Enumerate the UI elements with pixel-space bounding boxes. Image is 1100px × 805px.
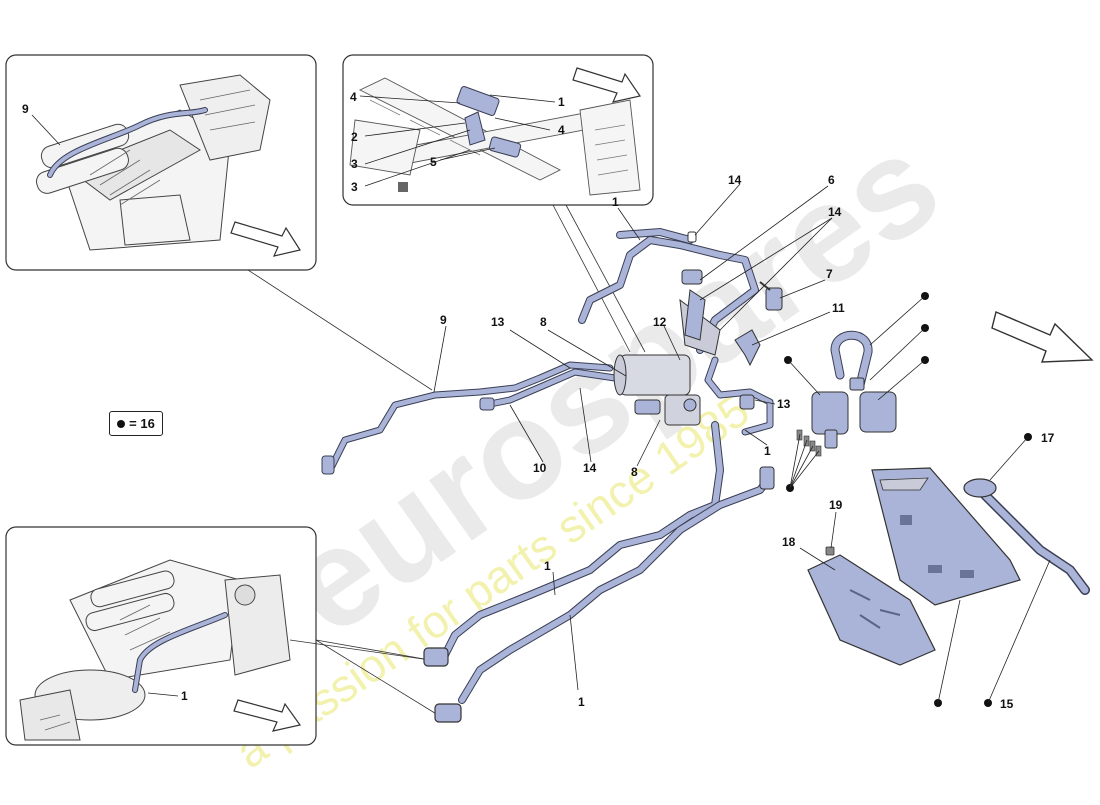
callout-label: 1	[544, 559, 551, 573]
callout-label: 3	[351, 157, 358, 171]
callout-label: 1	[181, 689, 188, 703]
inset-direction-arrow	[572, 67, 641, 103]
callout-label: 13	[491, 315, 505, 329]
callout-label: 9	[22, 102, 29, 116]
inset-engine-top: 9	[5, 54, 317, 271]
evap-canister	[871, 467, 1021, 606]
clip-19	[825, 546, 835, 556]
callout-label: 1	[764, 444, 771, 458]
connector-7	[759, 281, 783, 311]
inset-engine-tank: 1	[5, 526, 317, 746]
leader-lines	[433, 183, 1051, 704]
callout-label: 1	[578, 695, 585, 709]
callout-label: 4	[558, 123, 565, 137]
callout-label: 1	[612, 195, 619, 209]
callout-label: 9	[440, 313, 447, 327]
canister-12	[613, 354, 701, 426]
main-assembly	[321, 227, 1094, 723]
bracket-6	[679, 289, 721, 356]
callout-label: 14	[728, 173, 742, 187]
inset-direction-arrow	[230, 221, 301, 257]
callout-label: 12	[653, 315, 667, 329]
callout-label: 11	[832, 301, 845, 315]
callout-label: 8	[631, 465, 638, 479]
hose-9	[321, 361, 614, 475]
hose-10	[479, 368, 619, 411]
callout-label: 17	[1041, 431, 1055, 445]
callout-label: 4	[350, 90, 357, 104]
purge-valve-right	[849, 377, 897, 433]
filler-hose	[963, 478, 1090, 595]
callout-label: 14	[583, 461, 597, 475]
inset-bracket-detail: 4 1 2 4 3 5 3	[342, 54, 654, 206]
inset-direction-arrow	[233, 699, 302, 732]
callout-label: 8	[540, 315, 547, 329]
callout-label: 15	[1000, 697, 1014, 711]
legend-bullet-16: = 16	[109, 411, 163, 436]
hose-1-lower-a	[423, 421, 724, 667]
callout-label: 7	[826, 267, 833, 281]
heat-shield-18	[807, 554, 936, 666]
bullet-dot-icon	[117, 419, 126, 428]
direction-arrow	[991, 311, 1094, 363]
callout-label: 6	[828, 173, 835, 187]
purge-valve-left	[811, 391, 849, 449]
legend-label: = 16	[129, 416, 155, 431]
callout-label: 5	[430, 155, 437, 169]
hose-1-lower-b	[434, 466, 775, 723]
clip-11	[734, 329, 761, 367]
callout-labels: 14 1 6 14 7 11 9 13 8 12 13 1 10 14 8 17…	[440, 173, 1055, 711]
callout-label: 3	[351, 180, 358, 194]
inset-leader-lines	[247, 204, 646, 716]
callout-label: 13	[777, 397, 791, 411]
hose-1-upper	[578, 227, 759, 354]
callout-label: 2	[351, 130, 358, 144]
hose-13	[704, 356, 774, 436]
callout-label: 1	[558, 95, 565, 109]
callout-label: 10	[533, 461, 547, 475]
callout-label: 19	[829, 498, 843, 512]
callout-label: 18	[782, 535, 796, 549]
callout-label: 14	[828, 205, 842, 219]
